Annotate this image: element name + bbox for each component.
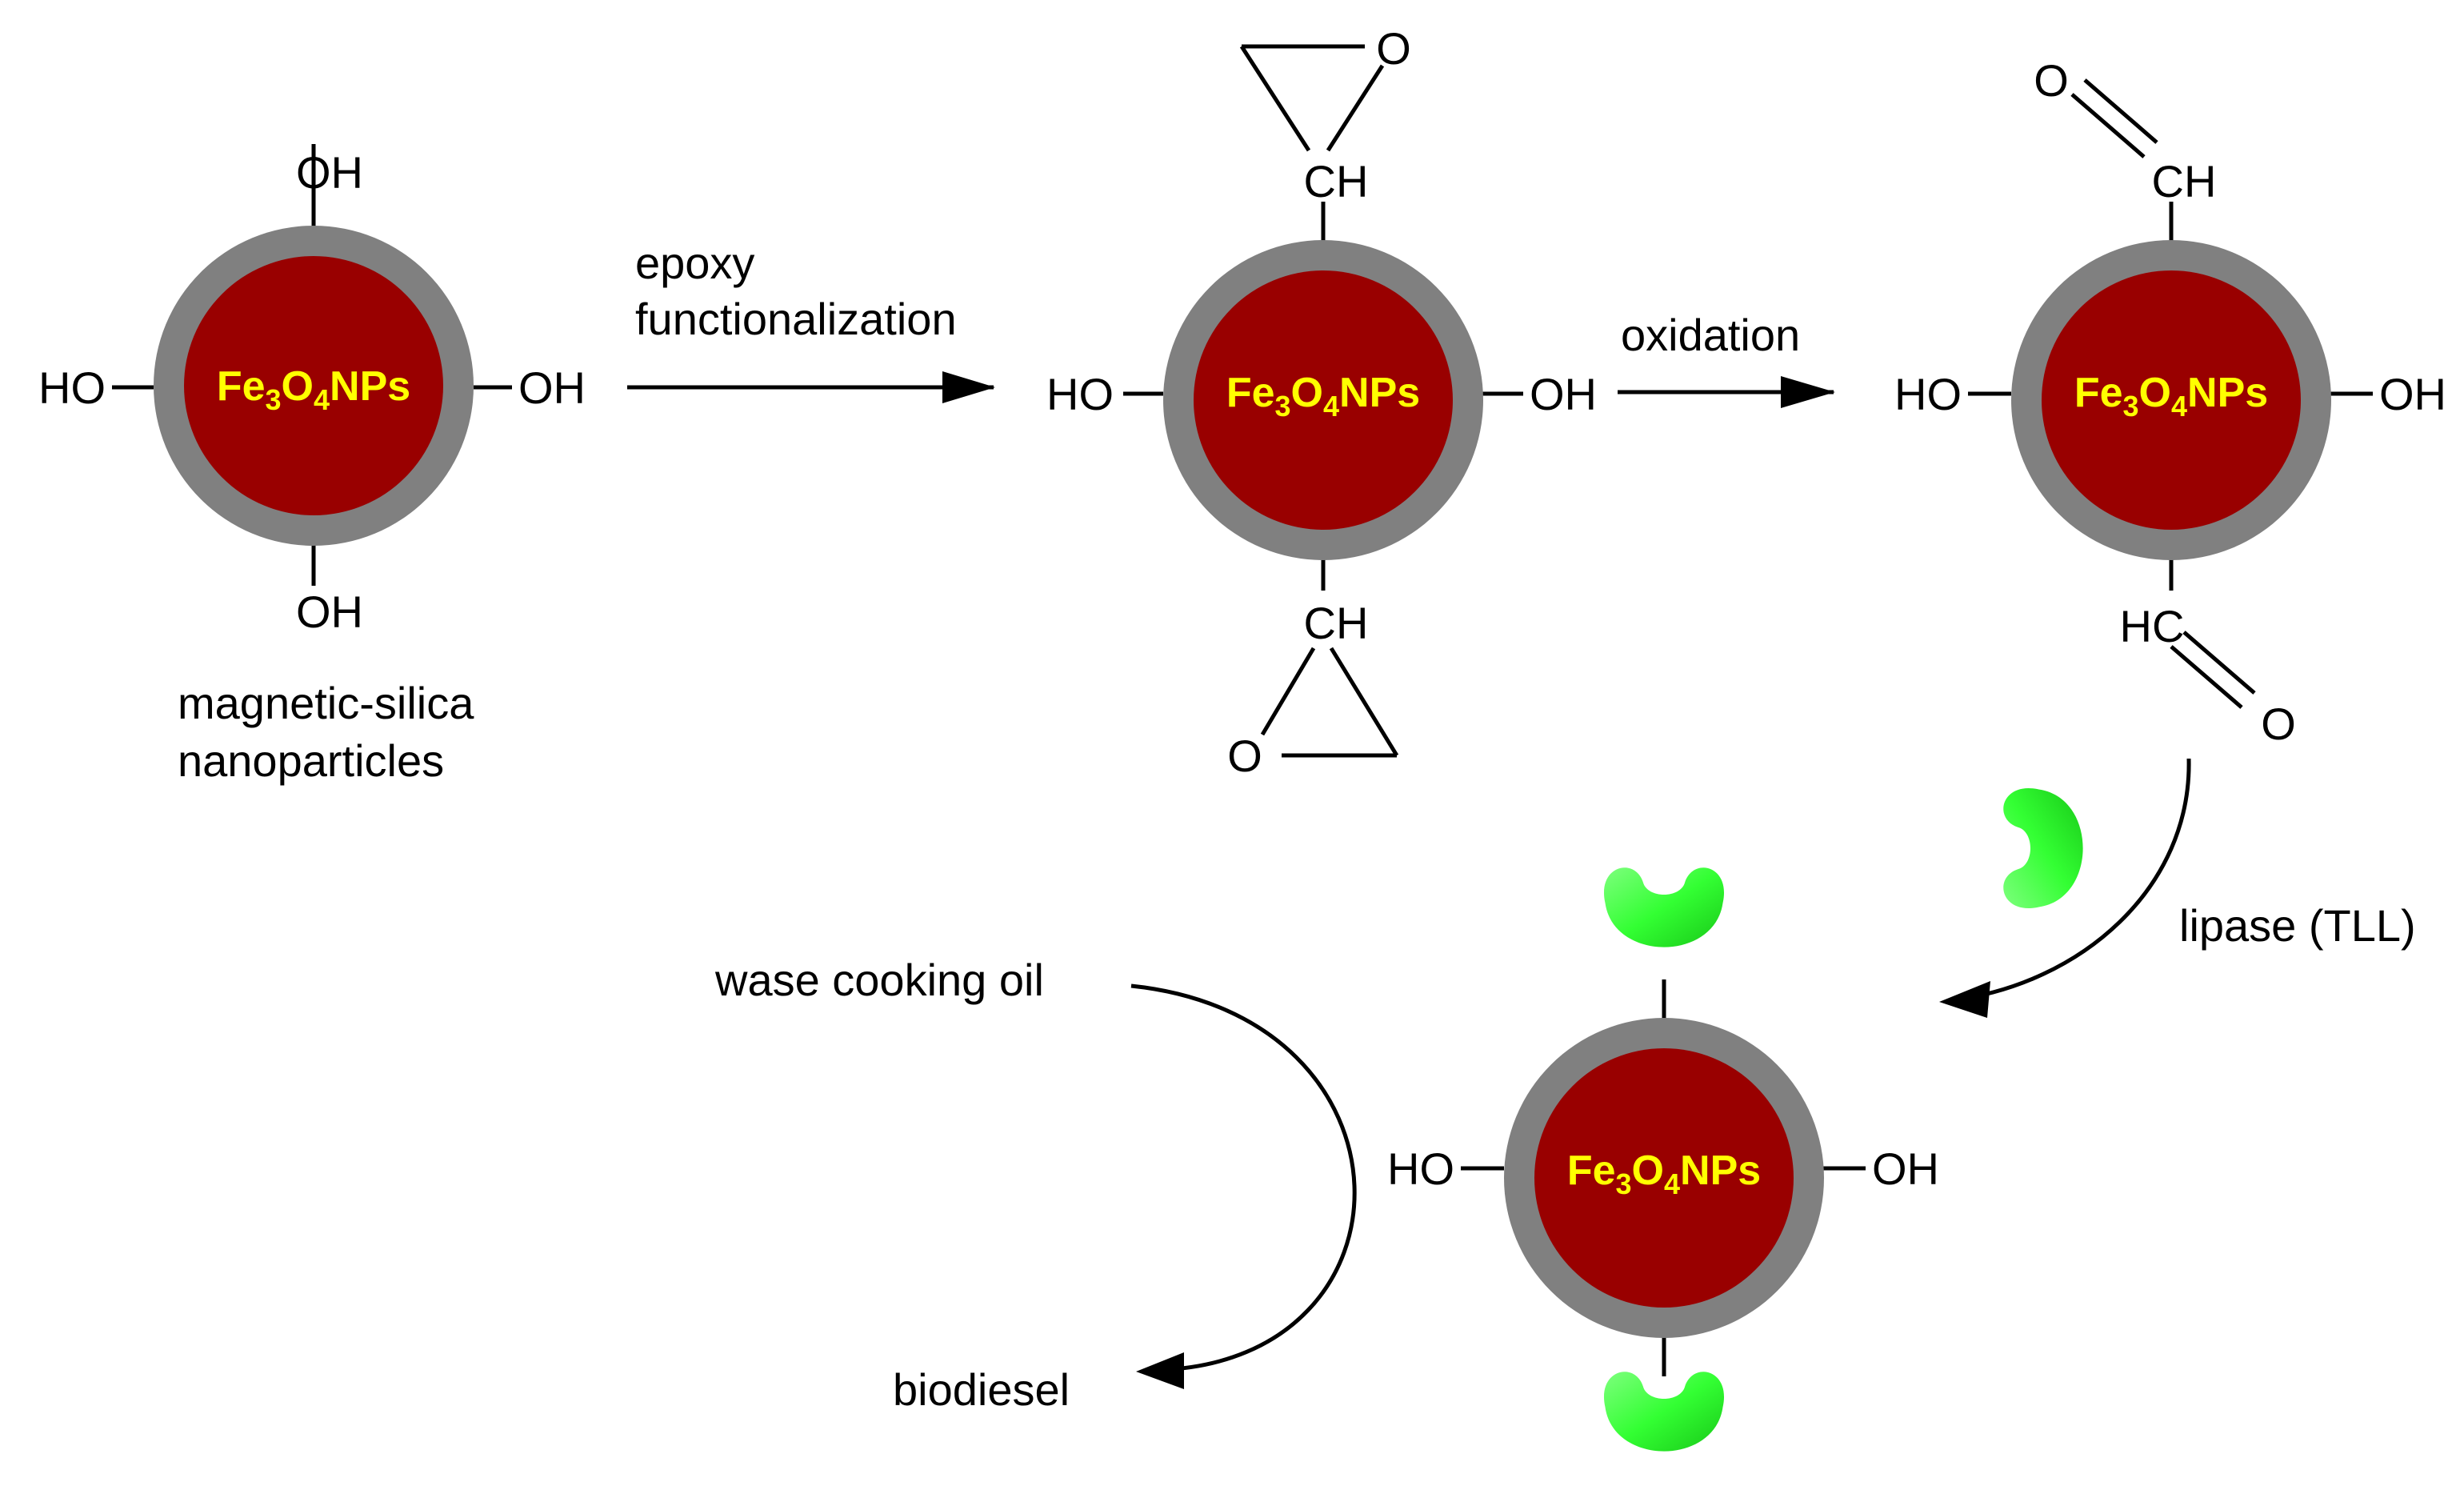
magnetite-core xyxy=(1534,1048,1794,1308)
arrow-lipase-head xyxy=(1939,981,1990,1018)
hydroxyl-right: OH xyxy=(518,362,586,413)
epoxide-bond-ch-ch2 xyxy=(1239,45,1311,152)
methine-bottom: CH xyxy=(1304,598,1369,648)
magnetite-core xyxy=(2042,270,2301,530)
arrow-lipase xyxy=(1951,758,2191,1003)
hydroxyl-right: OH xyxy=(2379,369,2446,419)
arrow-epoxy-head xyxy=(942,371,995,403)
epoxide-oxygen-bottom: O xyxy=(1227,731,1262,781)
methine-top: CH xyxy=(1304,156,1369,206)
formyl-bottom: HC xyxy=(2120,601,2185,651)
formyl-top: CH xyxy=(2152,156,2217,206)
core-label: Fe3O4NPs xyxy=(2074,370,2268,423)
hydroxyl-left: HO xyxy=(1894,369,1962,419)
hydroxyl-bottom: OH xyxy=(296,587,363,637)
step-lipase: lipase (TLL) xyxy=(1939,758,2416,1018)
hydroxyl-right: OH xyxy=(1872,1144,1939,1194)
hydroxyl-left: HO xyxy=(38,362,106,413)
carbonyl-bond-1 xyxy=(2182,631,2256,695)
substrate-label: wase cooking oil xyxy=(714,955,1044,1005)
hydroxyl-top: OH xyxy=(296,147,363,198)
caption-line-1: magnetic-silica xyxy=(178,678,474,728)
step-oxidation: oxidation xyxy=(1618,310,1835,408)
particle-immobilized: Fe3O4NPs HO OH xyxy=(1387,867,1939,1452)
immobilized-lipase-bottom xyxy=(1603,1372,1725,1452)
carbonyl-bond-2 xyxy=(2170,645,2243,709)
hydroxyl-right: OH xyxy=(1530,369,1597,419)
carbonyl-bond-1 xyxy=(2070,93,2146,158)
step-lipase-label: lipase (TLL) xyxy=(2179,900,2416,951)
aldehyde-top: CH O xyxy=(2034,55,2216,206)
core-label: Fe3O4NPs xyxy=(217,363,410,416)
magnetite-core xyxy=(1194,270,1453,530)
step-epoxy-line-2: functionalization xyxy=(635,294,957,344)
epoxide-oxygen-top: O xyxy=(1376,23,1411,74)
epoxide-bond-ch-o xyxy=(1260,647,1316,736)
epoxide-bond-o-ch xyxy=(1326,64,1385,152)
step-transesterification: wase cooking oil biodiesel xyxy=(714,955,1357,1415)
particle-epoxy: Fe3O4NPs HO OH CH O CH O xyxy=(1046,23,1597,781)
immobilized-lipase-top xyxy=(1603,867,1725,947)
carbonyl-oxygen-bottom: O xyxy=(2261,699,2296,749)
particle-start: Fe3O4NPs OH OH HO OH magnetic-silica nan… xyxy=(38,144,586,786)
caption-line-2: nanoparticles xyxy=(178,735,444,786)
particle-aldehyde: Fe3O4NPs HO OH CH O HC O xyxy=(1894,55,2446,749)
core-label: Fe3O4NPs xyxy=(1226,370,1420,423)
epoxide-bond-ch2-ch xyxy=(1329,647,1399,757)
arrow-oxidation-head xyxy=(1781,376,1835,408)
magnetite-core xyxy=(184,256,443,515)
aldehyde-bottom: HC O xyxy=(2120,601,2296,749)
arrow-transesterification xyxy=(1130,983,1357,1372)
epoxide-top: CH O xyxy=(1239,23,1411,206)
epoxide-bottom: CH O xyxy=(1227,598,1399,781)
arrow-transesterification-head xyxy=(1136,1352,1184,1389)
step-epoxy-line-1: epoxy xyxy=(635,238,754,288)
step-oxidation-label: oxidation xyxy=(1621,310,1800,360)
product-label: biodiesel xyxy=(893,1364,1070,1415)
free-lipase xyxy=(2003,787,2083,909)
hydroxyl-left: HO xyxy=(1387,1144,1454,1194)
carbonyl-bond-2 xyxy=(2083,78,2158,144)
hydroxyl-left: HO xyxy=(1046,369,1114,419)
step-epoxy: epoxy functionalization xyxy=(627,238,995,403)
carbonyl-oxygen-top: O xyxy=(2034,55,2069,106)
core-label: Fe3O4NPs xyxy=(1567,1148,1761,1200)
